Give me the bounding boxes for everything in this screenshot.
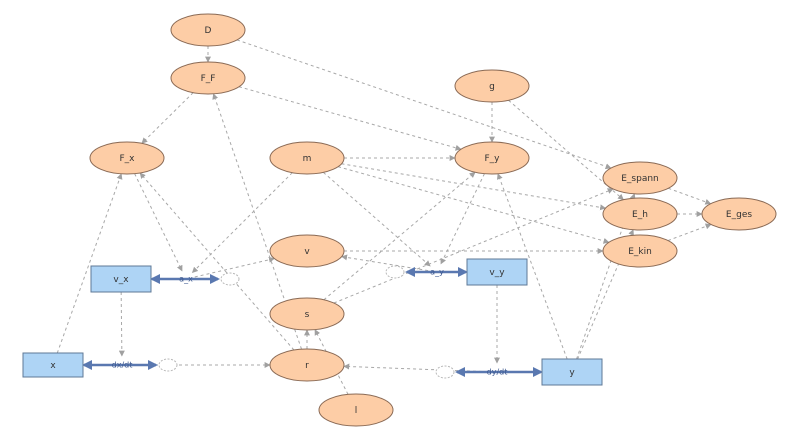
edge-y-to-F_y: [496, 173, 568, 360]
auxiliary-ellipse: [269, 234, 345, 268]
edge-E_kin-to-E_ges: [667, 223, 712, 242]
cloud-icon: [220, 272, 240, 286]
auxiliary-ellipse: [454, 69, 530, 103]
node-label: E_kin: [628, 247, 652, 257]
edge-a_x-to-v: [194, 256, 275, 278]
edge-m-to-E_kin: [337, 166, 610, 244]
cloud-icon: [158, 358, 178, 372]
flows-layer: a_x a_y dx/dt dy/dt: [82, 265, 543, 379]
node-label: m: [303, 154, 312, 164]
node-v[interactable]: v: [269, 234, 345, 268]
edge-s-to-E_spann: [333, 188, 614, 304]
auxiliary-ellipse: [318, 393, 394, 427]
node-label: F_y: [484, 154, 500, 164]
node-label: F_x: [119, 154, 135, 164]
node-g[interactable]: g: [454, 69, 530, 103]
auxiliary-ellipse: [602, 197, 678, 231]
node-D[interactable]: D: [170, 13, 246, 47]
node-E_kin[interactable]: E_kin: [602, 234, 678, 268]
auxiliary-ellipse: [602, 234, 678, 268]
auxiliary-ellipse: [269, 141, 345, 175]
node-label: s: [305, 310, 310, 320]
auxiliary-ellipse: [269, 348, 345, 382]
node-s[interactable]: s: [269, 297, 345, 331]
edge-a_y-to-v: [341, 254, 429, 272]
node-label: E_spann: [621, 174, 659, 184]
edge-F_F-to-F_x: [141, 92, 194, 144]
node-label: g: [489, 82, 495, 92]
edge-m-to-E_h: [341, 163, 607, 211]
edges-layer: [56, 39, 712, 395]
node-y[interactable]: y: [541, 358, 603, 386]
node-label: F_F: [201, 74, 216, 84]
node-E_h[interactable]: E_h: [602, 197, 678, 231]
cloud-icon: [435, 365, 455, 379]
node-v_y[interactable]: v_y: [466, 258, 528, 286]
node-label: v_x: [113, 275, 129, 285]
auxiliary-ellipse: [89, 141, 165, 175]
node-x[interactable]: x: [22, 352, 84, 378]
node-E_spann[interactable]: E_spann: [602, 161, 678, 195]
node-m[interactable]: m: [269, 141, 345, 175]
flow-label-dy_dt[interactable]: dy/dt: [487, 368, 508, 377]
node-F_y[interactable]: F_y: [454, 141, 530, 175]
stock-box: [90, 265, 152, 293]
node-E_ges[interactable]: E_ges: [701, 197, 777, 231]
auxiliary-ellipse: [454, 141, 530, 175]
edge-F_F-to-F_y: [238, 86, 462, 151]
node-label: r: [305, 361, 309, 371]
edge-E_spann-to-E_ges: [668, 187, 712, 205]
node-label: E_h: [632, 210, 648, 220]
node-label: v: [304, 247, 310, 257]
node-label: D: [205, 26, 212, 36]
auxiliary-ellipse: [701, 197, 777, 231]
flow-label-a_y[interactable]: a_y: [430, 268, 444, 277]
auxiliary-ellipse: [170, 13, 246, 47]
auxiliary-ellipse: [170, 61, 246, 95]
node-r[interactable]: r: [269, 348, 345, 382]
auxiliary-ellipse: [602, 161, 678, 195]
flow-label-dx_dt[interactable]: dx/dt: [112, 361, 133, 370]
node-F_F[interactable]: F_F: [170, 61, 246, 95]
auxiliary-ellipse: [269, 297, 345, 331]
stock-box: [541, 358, 603, 386]
stock-box: [466, 258, 528, 286]
node-v_x[interactable]: v_x: [90, 265, 152, 293]
node-label: E_ges: [726, 210, 752, 220]
flow-label-a_x[interactable]: a_x: [179, 275, 193, 284]
node-label: y: [569, 368, 575, 378]
node-F_x[interactable]: F_x: [89, 141, 165, 175]
edge-s-to-F_y: [323, 171, 476, 301]
edge-v_x-to-dx_dt: [118, 291, 125, 357]
node-label: x: [50, 361, 56, 371]
edge-x-to-F_x: [56, 173, 123, 354]
edge-F_x-to-a_x: [134, 173, 183, 272]
node-label: l: [355, 406, 358, 416]
node-l[interactable]: l: [318, 393, 394, 427]
stock-box: [22, 352, 84, 378]
cloud-icon: [385, 265, 405, 279]
node-label: v_y: [489, 268, 505, 278]
edge-F_y-to-a_y: [440, 173, 485, 265]
